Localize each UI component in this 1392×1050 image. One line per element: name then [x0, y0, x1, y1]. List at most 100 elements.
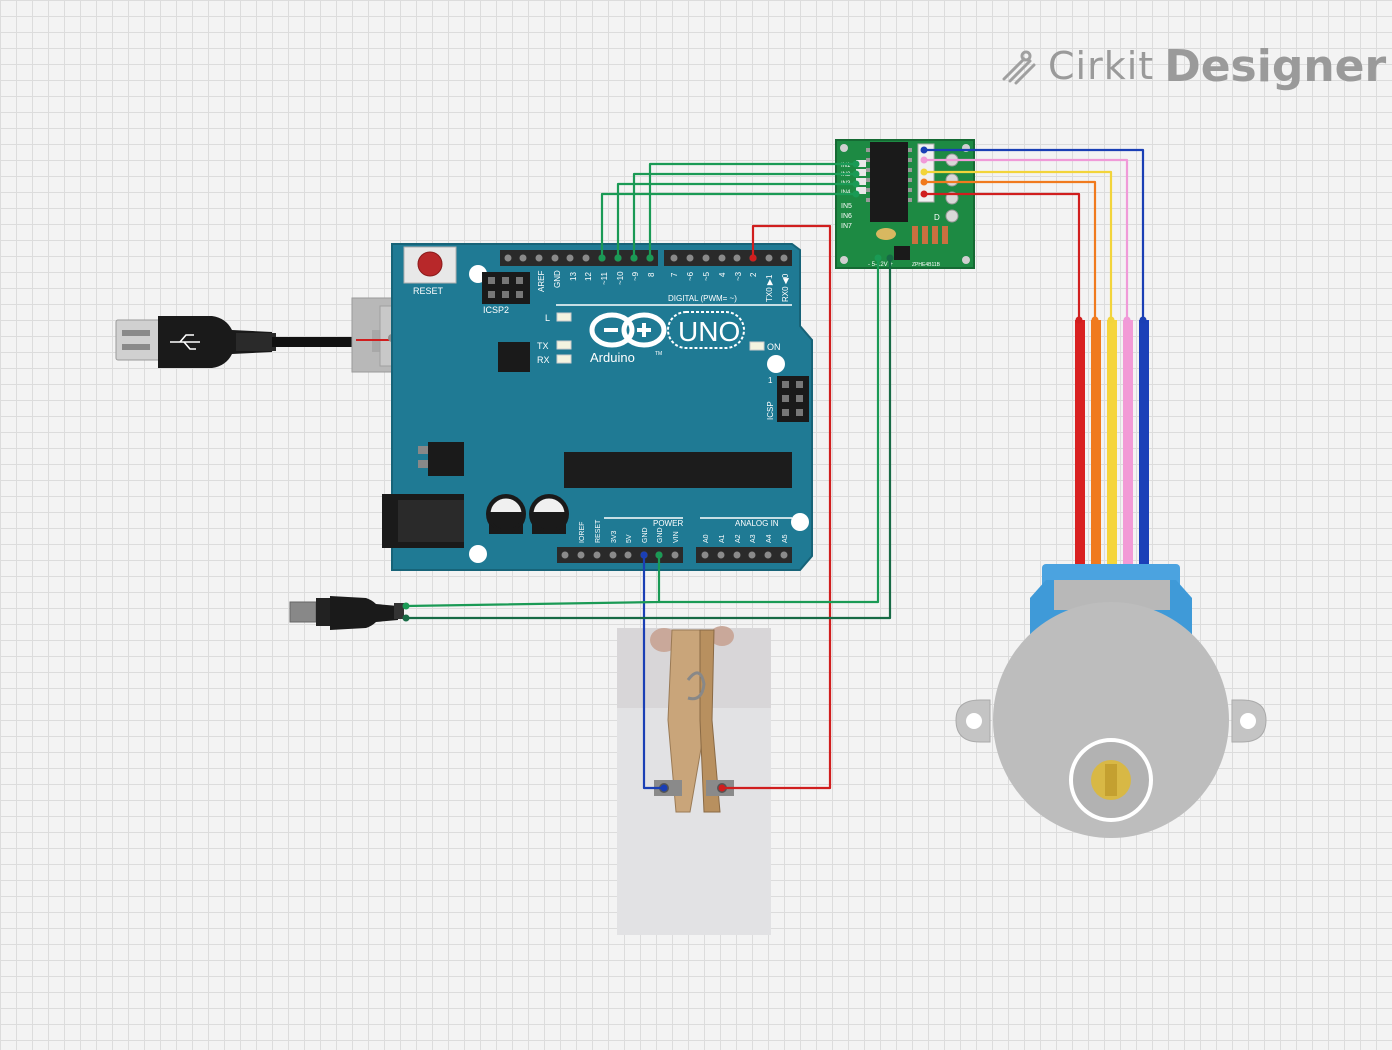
pin-label-a0: A0 [703, 534, 710, 543]
driver-part-label: ZPHE4B11B [912, 262, 941, 268]
cirkit-designer-logo: Cirkit Designer [1000, 36, 1386, 96]
power-header[interactable] [557, 547, 683, 563]
pin-label-ioref: IOREF [579, 522, 586, 543]
usb-symbol-icon [170, 334, 200, 350]
wire-pin11-in4[interactable] [600, 192, 856, 258]
pin-label-4: 4 [718, 272, 727, 277]
pin-label-12: 12 [584, 272, 593, 281]
motor-wire-red [1075, 320, 1085, 574]
wire-driver-motor-red[interactable] [924, 192, 1081, 320]
uno-label: UNO [678, 316, 740, 347]
pin-label-a4: A4 [766, 534, 773, 543]
dc-power-plug[interactable] [289, 596, 404, 630]
motor-wire-yellow [1107, 320, 1117, 574]
reset-button[interactable] [403, 246, 457, 284]
icsp2-header [482, 272, 530, 304]
analog-header[interactable] [696, 547, 792, 563]
pin-label-rx0: RX0 ◀0 [781, 273, 790, 302]
led-l-label: L [545, 313, 550, 323]
capacitor-1 [486, 494, 526, 534]
usb-connector-metal [115, 319, 163, 361]
wire-dc-negative[interactable] [406, 258, 892, 620]
motor-wire-orange [1091, 320, 1101, 574]
usb-connector-slot-2 [122, 344, 150, 350]
pin-label-gnd-top: GND [553, 270, 562, 288]
led-on-label: ON [767, 342, 781, 352]
power-jumper[interactable] [894, 246, 910, 260]
wire-driver-motor-yellow[interactable] [924, 170, 1113, 320]
driver-marker: D [934, 213, 940, 222]
motor-wire-blue [1139, 320, 1149, 574]
pin-label-a5: A5 [782, 534, 789, 543]
pin-label-a3: A3 [750, 534, 757, 543]
pin-label-a2: A2 [735, 534, 742, 543]
pin-label-tx0: TX0 ▶1 [765, 274, 774, 302]
pin-label-aref: AREF [537, 271, 546, 292]
board-dc-jack [382, 494, 464, 548]
pin-label-a1: A1 [719, 534, 726, 543]
reset-label: RESET [413, 286, 444, 296]
wire-pin2-switch[interactable] [722, 224, 832, 790]
wire-pin10-in3[interactable] [616, 182, 856, 258]
capacitor-2 [529, 494, 569, 534]
arduino-uno-board[interactable]: RESET ICSP2 AREF GND [382, 243, 813, 571]
brand-name-bold: Designer [1164, 40, 1387, 92]
driver-input-pins[interactable] [856, 160, 866, 194]
icsp-pin1-label: 1 [768, 376, 773, 385]
pin-label-11: ~11 [600, 271, 609, 285]
pin-label-9: ~9 [631, 271, 640, 281]
usb-controller-chip [498, 342, 530, 372]
usb-cable-strain [236, 333, 276, 351]
wire-endpoints [402, 146, 1147, 792]
usb-connector-slot [122, 330, 150, 336]
motor-wire-pink [1123, 320, 1133, 574]
led-tx-label: TX [537, 341, 549, 351]
board-outline [391, 243, 813, 571]
pin-label-10: ~10 [616, 271, 625, 285]
arduino-wordmark: Arduino [590, 350, 635, 365]
pin-label-3v3: 3V3 [611, 530, 618, 543]
wire-driver-motor-blue[interactable] [924, 148, 1145, 320]
uln2003-chip [870, 142, 908, 222]
pin-label-5v: 5V [626, 534, 633, 543]
clothespin-switch[interactable] [617, 626, 771, 935]
tm-mark: TM [655, 351, 662, 357]
driver-power-label: - 5-12V + [868, 262, 893, 268]
driver-in1-label: IN1 [841, 163, 851, 169]
digital-pwm-label: DIGITAL (PWM= ~) [668, 294, 737, 303]
pin-label-6: ~6 [686, 271, 695, 281]
wire-pin9-in2[interactable] [632, 172, 856, 258]
driver-in6-label: IN6 [841, 213, 852, 220]
analog-in-label: ANALOG IN [735, 519, 779, 528]
pin-label-gnd-1: GND [642, 527, 649, 543]
wire-pin8-in1[interactable] [648, 162, 856, 258]
led-rx-label: RX [537, 355, 550, 365]
icsp-label: ICSP [766, 401, 775, 420]
digital-header-right[interactable] [664, 250, 792, 266]
stepper-motor-28byj48[interactable] [955, 320, 1267, 838]
cirkit-logo-icon [1002, 50, 1036, 85]
motor-body [993, 602, 1229, 838]
usb-cable[interactable] [115, 297, 431, 373]
pin-label-gnd-2: GND [657, 527, 664, 543]
usb-cable-wire [272, 337, 356, 347]
pin-label-2: 2 [749, 272, 758, 277]
brand-name-light: Cirkit [1048, 44, 1155, 88]
voltage-regulator [418, 442, 464, 476]
pin-label-5: ~5 [702, 271, 711, 281]
arduino-infinity-logo [589, 312, 667, 348]
pin-label-reset: RESET [595, 519, 602, 543]
pin-label-8: 8 [647, 272, 656, 277]
pin-label-3: ~3 [734, 271, 743, 281]
usb-plug-body [158, 316, 272, 368]
wire-gnd-switch[interactable] [642, 555, 664, 790]
wire-driver-motor-pink[interactable] [924, 158, 1129, 320]
wire-driver-motor-orange[interactable] [924, 180, 1097, 320]
pin-label-vin: VIN [673, 531, 680, 543]
wire-dc-to-driver[interactable] [659, 258, 880, 604]
icsp2-label: ICSP2 [483, 305, 509, 315]
icsp-header [777, 376, 809, 422]
power-label: POWER [653, 519, 683, 528]
driver-in5-label: IN5 [841, 203, 852, 210]
driver-in7-label: IN7 [841, 223, 852, 230]
